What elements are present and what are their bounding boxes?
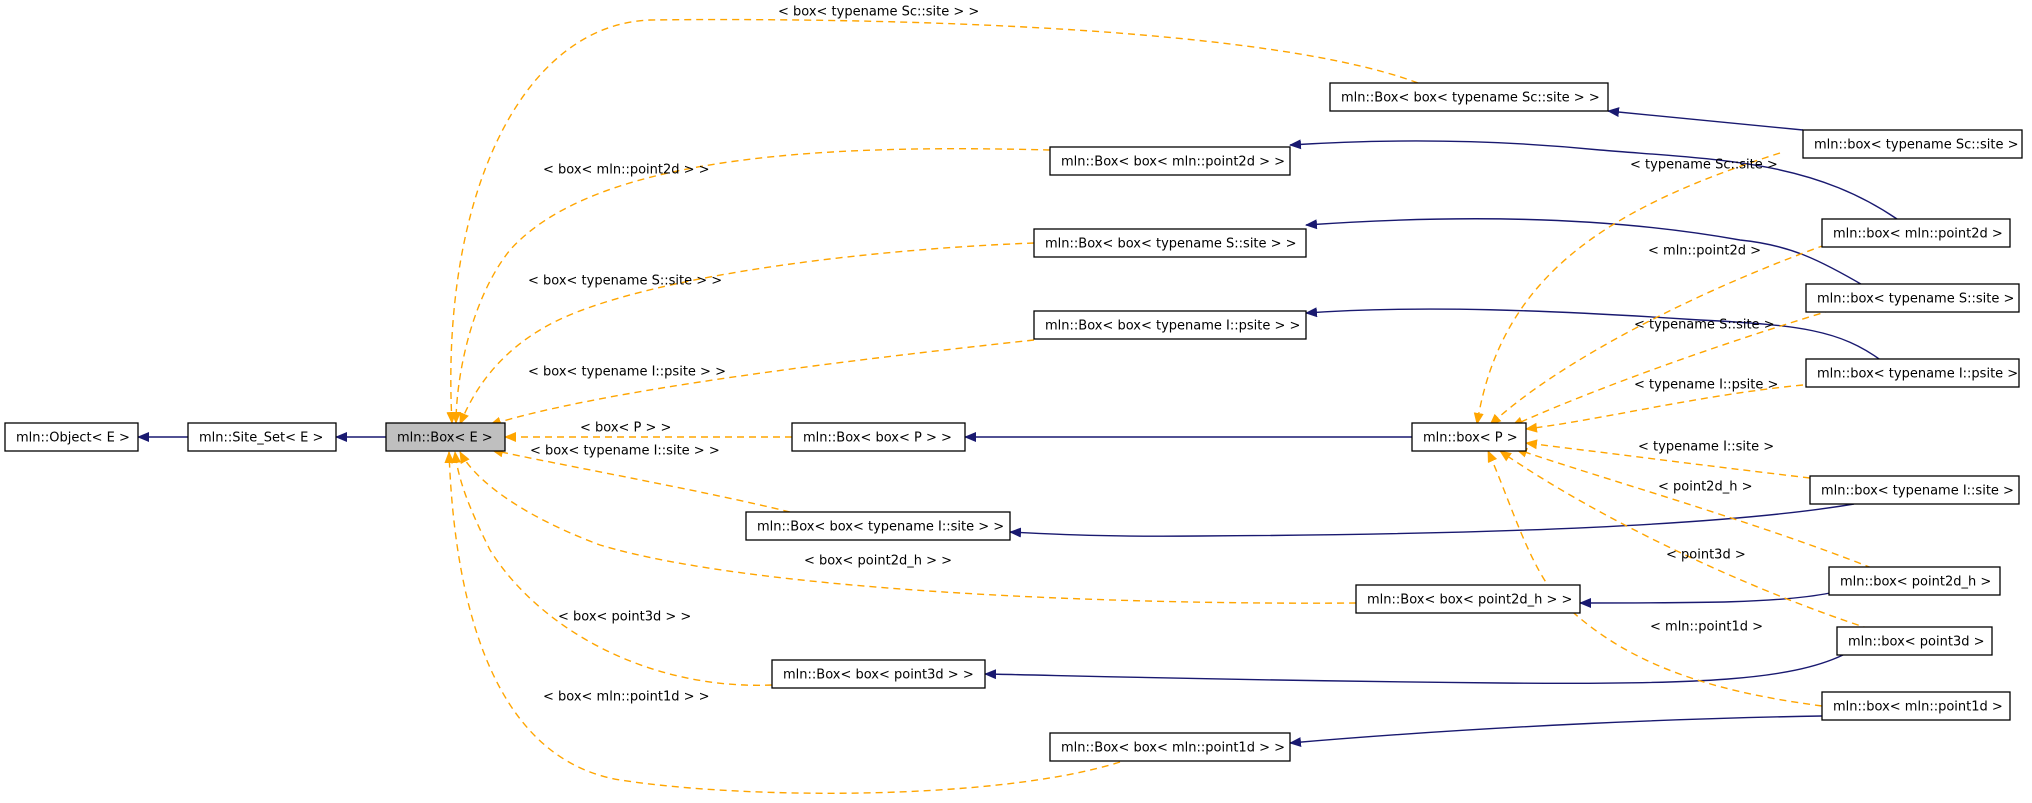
- edge-label-point1d: < mln::point1d >: [1650, 620, 1763, 635]
- edge-box-point1d-to-box-box-point1d: [1289, 715, 1823, 748]
- edge-box-i-psite-to-box-box-i-psite: [1305, 307, 1883, 362]
- edge-box-i-site-to-box-box-i-site: [1009, 503, 1855, 538]
- node-label: mln::box< P >: [1423, 431, 1518, 446]
- edge-box-box-point2d-to-box-e: [451, 148, 1051, 424]
- node-label: mln::Box< box< typename I::site > >: [757, 520, 1004, 535]
- node-label: mln::Object< E >: [16, 431, 130, 446]
- node-box-sc-site[interactable]: mln::box< typename Sc::site >: [1802, 129, 2023, 159]
- node-box-box-p[interactable]: mln::Box< box< P > >: [791, 422, 966, 452]
- edge-box-i-site-to-box-p: [1525, 439, 1811, 479]
- edge-label-box-i-site: < box< typename I::site > >: [530, 444, 720, 459]
- node-box-box-point2d[interactable]: mln::Box< box< mln::point2d > >: [1049, 146, 1291, 176]
- node-label: mln::box< mln::point2d >: [1833, 227, 2003, 242]
- node-label: mln::box< typename S::site >: [1817, 292, 2014, 307]
- node-box-point2d[interactable]: mln::box< mln::point2d >: [1821, 218, 2011, 248]
- edge-box-point1d-to-box-p: [1487, 450, 1823, 707]
- edge-label-s-site: < typename S::site >: [1634, 318, 1775, 333]
- node-site-set[interactable]: mln::Site_Set< E >: [187, 422, 337, 452]
- node-box-box-point2d-h[interactable]: mln::Box< box< point2d_h > >: [1355, 584, 1581, 614]
- node-box-s-site[interactable]: mln::box< typename S::site >: [1805, 283, 2020, 313]
- edge-label-box-i-psite: < box< typename I::psite > >: [528, 365, 726, 380]
- node-box-e[interactable]: mln::Box< E >: [385, 422, 506, 452]
- edge-box-i-psite-to-box-p: [1525, 384, 1804, 433]
- node-box-i-site[interactable]: mln::box< typename I::site >: [1809, 475, 2020, 505]
- edge-labels: < box< typename Sc::site > > < box< mln:…: [528, 5, 1778, 705]
- node-box-box-s-site[interactable]: mln::Box< box< typename S::site > >: [1033, 228, 1307, 258]
- node-box-box-point3d[interactable]: mln::Box< box< point3d > >: [771, 659, 986, 689]
- node-label: mln::box< typename I::psite >: [1817, 367, 2018, 382]
- node-label: mln::box< typename I::site >: [1821, 484, 2014, 499]
- node-label: mln::box< typename Sc::site >: [1814, 138, 2019, 153]
- node-label: mln::Box< box< typename I::psite > >: [1045, 319, 1300, 334]
- node-box-box-sc-site[interactable]: mln::Box< box< typename Sc::site > >: [1329, 82, 1609, 112]
- edge-box-sc-site-to-box-p: [1473, 152, 1781, 425]
- edge-box-box-point3d-to-box-e: [451, 451, 773, 686]
- edge-box-box-point2d-h-to-box-e: [459, 451, 1357, 604]
- edge-box-point2d-to-box-box-point2d: [1289, 139, 1898, 220]
- edge-label-box-point1d: < box< mln::point1d > >: [543, 690, 710, 705]
- edge-label-box-point2d-h: < box< point2d_h > >: [804, 554, 952, 569]
- node-label: mln::box< mln::point1d >: [1833, 700, 2003, 715]
- node-label: mln::Box< box< P > >: [803, 431, 952, 446]
- node-box-point2d-h[interactable]: mln::box< point2d_h >: [1828, 566, 2001, 596]
- edge-label-box-p: < box< P > >: [580, 421, 671, 436]
- node-label: mln::Box< box< point3d > >: [783, 668, 974, 683]
- edge-label-box-sc-site: < box< typename Sc::site > >: [778, 5, 979, 20]
- edge-box-point2d-h-to-box-p: [1515, 447, 1873, 569]
- node-box-point3d[interactable]: mln::box< point3d >: [1836, 626, 1993, 656]
- edge-box-box-sc-site-to-box-e: [446, 18, 1419, 424]
- edge-box-box-i-site-to-box-e: [491, 447, 791, 513]
- edge-label-box-s-site: < box< typename S::site > >: [528, 274, 722, 289]
- edge-box-point2d-h-to-box-box-point2d-h: [1579, 592, 1831, 608]
- edges: [137, 18, 1898, 794]
- edge-label-i-site: < typename I::site >: [1638, 440, 1774, 455]
- node-label: mln::Box< box< point2d_h > >: [1367, 593, 1572, 608]
- node-box-point1d[interactable]: mln::box< mln::point1d >: [1821, 691, 2011, 721]
- edge-label-point2d: < mln::point2d >: [1648, 244, 1761, 259]
- node-box-box-point1d[interactable]: mln::Box< box< mln::point1d > >: [1049, 732, 1291, 762]
- edge-label-point3d: < point3d >: [1666, 548, 1746, 563]
- edge-box-point3d-to-box-box-point3d: [984, 654, 1844, 685]
- edge-box-box-i-psite-to-box-e: [489, 339, 1035, 427]
- edge-label-sc-site: < typename Sc::site >: [1630, 158, 1778, 173]
- edge-box-point3d-to-box-p: [1499, 450, 1871, 630]
- node-label: mln::Box< box< typename S::site > >: [1045, 237, 1297, 252]
- node-label: mln::box< point2d_h >: [1840, 575, 1991, 590]
- node-box-box-i-site[interactable]: mln::Box< box< typename I::site > >: [745, 511, 1011, 541]
- edge-box-point2d-to-box-p: [1489, 244, 1826, 426]
- edge-label-i-psite: < typename I::psite >: [1634, 378, 1778, 393]
- edge-label-box-point2d: < box< mln::point2d > >: [543, 163, 710, 178]
- node-box-p[interactable]: mln::box< P >: [1411, 422, 1527, 452]
- edge-box-s-site-to-box-box-s-site: [1305, 218, 1867, 288]
- node-label: mln::Box< box< typename Sc::site > >: [1341, 91, 1600, 106]
- node-label: mln::Box< E >: [397, 431, 493, 446]
- node-label: mln::box< point3d >: [1848, 635, 1985, 650]
- node-label: mln::Box< box< mln::point2d > >: [1061, 155, 1285, 170]
- node-label: mln::Site_Set< E >: [199, 431, 323, 446]
- nodes: mln::Object< E > mln::Site_Set< E > mln:…: [4, 82, 2023, 762]
- node-box-box-i-psite[interactable]: mln::Box< box< typename I::psite > >: [1033, 310, 1307, 340]
- edge-label-box-point3d: < box< point3d > >: [558, 610, 691, 625]
- edge-box-sc-site-to-box-box-sc-site: [1607, 107, 1804, 131]
- node-box-i-psite[interactable]: mln::box< typename I::psite >: [1805, 358, 2020, 388]
- edge-label-point2d-h: < point2d_h >: [1658, 480, 1752, 495]
- node-label: mln::Box< box< mln::point1d > >: [1061, 741, 1285, 756]
- edge-box-box-point1d-to-box-e: [444, 451, 1121, 794]
- node-object[interactable]: mln::Object< E >: [4, 422, 139, 452]
- edge-box-s-site-to-box-p: [1511, 309, 1833, 427]
- edge-box-box-s-site-to-box-e: [459, 242, 1035, 425]
